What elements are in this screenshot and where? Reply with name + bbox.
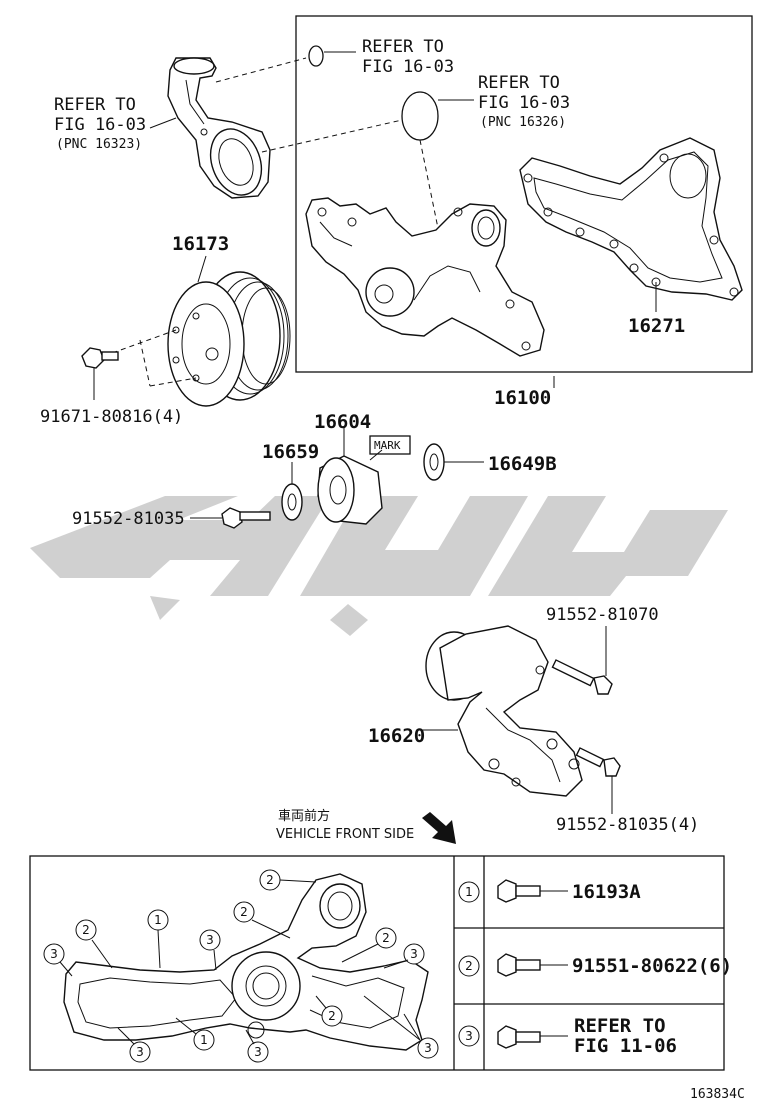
legend-num-3: 3 [465, 1029, 473, 1043]
svg-text:3: 3 [410, 947, 418, 961]
callout-number-labels: 2 2 1 2 3 3 2 3 2 1 3 3 3 [50, 873, 432, 1059]
svg-text:1: 1 [200, 1033, 208, 1047]
figure-code: 163834C [690, 1087, 745, 1102]
pulley-drawing [103, 255, 291, 407]
gasket-drawing [519, 137, 743, 312]
plate-washer-drawing [281, 462, 303, 521]
svg-text:2: 2 [240, 905, 248, 919]
label-mark: MARK [374, 439, 401, 452]
label-idler-bolt: 91552-81035 [72, 509, 185, 529]
svg-text:2: 2 [382, 931, 390, 945]
water-pump-drawing [305, 197, 545, 357]
label-pump-assy: 16100 [494, 387, 551, 409]
svg-text:3: 3 [424, 1041, 432, 1055]
label-tensioner: 16620 [368, 725, 425, 747]
legend-bolt-2-icon [497, 953, 568, 977]
tensioner-bolt-b-drawing [575, 747, 621, 814]
label-tensioner-bolt-a: 91552-81070 [546, 605, 659, 625]
svg-text:1: 1 [154, 913, 162, 927]
bolt-layout-frame [29, 855, 725, 1071]
label-cover-plate: 16649B [488, 453, 557, 475]
legend-num-1: 1 [465, 885, 473, 899]
legend-num-2: 2 [465, 959, 473, 973]
ref-inlet-pnc: (PNC 16323) [56, 137, 142, 152]
callout-leaders [59, 879, 421, 1045]
label-idler-pulley: 16604 [314, 411, 371, 433]
svg-text:3: 3 [50, 947, 58, 961]
legend-circle-3 [458, 1025, 480, 1047]
svg-text:2: 2 [328, 1009, 336, 1023]
tensioner-bolt-a-drawing [551, 626, 613, 695]
pump-bolt-layout-drawing [63, 873, 429, 1051]
legend-circle-2 [458, 955, 480, 977]
ref-upper-line1: REFER TO [362, 37, 444, 57]
svg-text:3: 3 [254, 1045, 262, 1059]
legend-part-3-line2: FIG 11-06 [574, 1035, 677, 1057]
vehicle-front-arrow-icon [422, 812, 456, 844]
label-gasket: 16271 [628, 315, 685, 337]
ref-lower-pnc: (PNC 16326) [480, 115, 566, 130]
svg-text:2: 2 [266, 873, 274, 887]
water-inlet-drawing [167, 57, 271, 199]
oring-large [401, 91, 439, 141]
label-pulley: 16173 [172, 233, 229, 255]
ref-lower-line2: FIG 16-03 [478, 93, 570, 113]
legend-part-3-line1: REFER TO [574, 1015, 666, 1037]
pump-assy-frame [295, 15, 753, 373]
label-plate-washer: 16659 [262, 441, 319, 463]
legend-part-2: 91551-80622(6) [572, 955, 732, 977]
tensioner-drawing [425, 625, 583, 797]
pulley-bolt-drawing [81, 347, 119, 400]
legend-bolt-3-icon [497, 1025, 568, 1049]
svg-text:3: 3 [136, 1045, 144, 1059]
legend-bolt-1-icon [497, 879, 568, 903]
oring-small [308, 45, 324, 67]
mark-tag [369, 435, 411, 455]
legend-part-1: 16193A [572, 881, 641, 903]
ref-inlet-line2: FIG 16-03 [54, 115, 146, 135]
svg-text:3: 3 [206, 933, 214, 947]
vehicle-front-en: VEHICLE FRONT SIDE [276, 827, 414, 842]
callout-circles [43, 869, 439, 1063]
ref-upper-line2: FIG 16-03 [362, 57, 454, 77]
legend-circle-1 [458, 881, 480, 903]
svg-text:2: 2 [82, 923, 90, 937]
idler-pulley-drawing [317, 428, 383, 525]
label-tensioner-bolt-b: 91552-81035(4) [556, 815, 699, 835]
vehicle-front-jp: 車両前方 [278, 808, 330, 824]
label-pulley-bolt: 91671-80816(4) [40, 407, 183, 427]
idler-bolt-drawing [190, 507, 271, 529]
cover-plate-drawing [423, 443, 484, 481]
ref-lower-line1: REFER TO [478, 73, 560, 93]
ref-inlet-line1: REFER TO [54, 95, 136, 115]
